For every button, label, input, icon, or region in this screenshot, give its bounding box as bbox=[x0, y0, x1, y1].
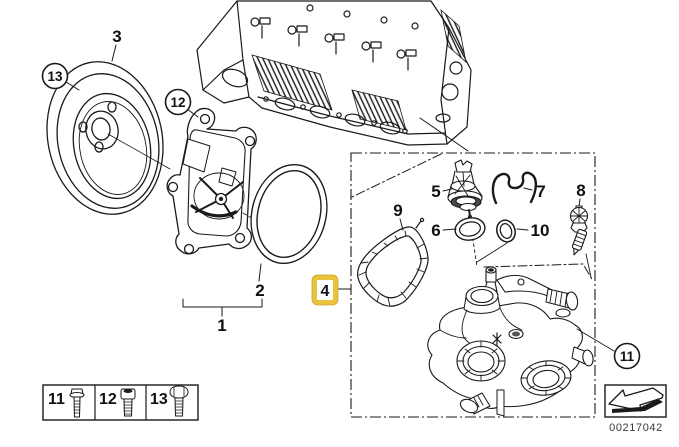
small-oring-drawing bbox=[476, 219, 516, 263]
hex-bolt-icon bbox=[169, 385, 189, 417]
seal-ring-drawing bbox=[454, 217, 486, 241]
return-arrow-button[interactable] bbox=[604, 384, 667, 418]
legend-cell-13[interactable]: 13 bbox=[150, 385, 189, 417]
callout-9[interactable]: 9 bbox=[393, 201, 402, 220]
callout-11: 11 bbox=[620, 349, 635, 364]
legend-number-12: 12 bbox=[99, 391, 117, 408]
callout-1[interactable]: 1 bbox=[217, 316, 226, 335]
callout-2[interactable]: 2 bbox=[255, 281, 264, 300]
callout-line-3 bbox=[111, 44, 117, 62]
callout-line-13 bbox=[65, 81, 80, 91]
callout-13-circle[interactable]: 13 bbox=[41, 62, 69, 90]
thermostat-drawing bbox=[447, 159, 483, 268]
water-pump-drawing bbox=[166, 107, 302, 255]
callout-lines bbox=[399, 187, 581, 231]
socket-head-bolt-icon bbox=[120, 388, 136, 417]
legend-number-11: 11 bbox=[48, 391, 65, 408]
document-number: 00217042 bbox=[609, 422, 663, 434]
thermostat-housing-drawing bbox=[427, 266, 615, 417]
callout-12-circle[interactable]: 12 bbox=[164, 88, 192, 116]
callout-13: 13 bbox=[47, 69, 63, 84]
callout-10[interactable]: 10 bbox=[531, 221, 550, 240]
retaining-clip-drawing bbox=[491, 171, 538, 205]
callout-8[interactable]: 8 bbox=[576, 181, 585, 200]
head-to-box-line bbox=[419, 117, 469, 152]
bracket-part-1 bbox=[182, 298, 263, 308]
callouts: 3 2 1 5 6 7 8 9 10 4 13 12 bbox=[41, 27, 641, 370]
callout-12: 12 bbox=[170, 95, 185, 110]
pointer-lines-left bbox=[65, 44, 469, 317]
flange-bolt-icon bbox=[69, 388, 85, 418]
box-bottom-dashdot bbox=[483, 263, 594, 282]
legend-cell-12[interactable]: 12 bbox=[99, 388, 136, 417]
subassembly-dashed-box bbox=[350, 152, 596, 418]
callout-5[interactable]: 5 bbox=[431, 182, 440, 201]
profile-gasket-drawing bbox=[357, 217, 429, 307]
callout-6[interactable]: 6 bbox=[431, 221, 440, 240]
callout-line-12 bbox=[186, 108, 199, 118]
callout-11-circle[interactable]: 11 bbox=[613, 342, 641, 370]
callout-line-2 bbox=[258, 263, 262, 282]
badge-inner bbox=[317, 280, 333, 300]
footer-nav: 00217042 bbox=[604, 384, 667, 434]
callout-4-highlight-badge[interactable]: 4 bbox=[311, 274, 339, 306]
fastener-legend: 11 12 13 bbox=[42, 384, 199, 421]
return-arrow-icon-shadow bbox=[612, 399, 663, 413]
callout-3[interactable]: 3 bbox=[112, 27, 121, 46]
box-diagonal-dashdot bbox=[351, 153, 442, 198]
temp-sensor-drawing bbox=[569, 205, 592, 278]
pump-oring-drawing bbox=[250, 163, 328, 265]
pulley-drawing bbox=[46, 61, 171, 215]
callout-4: 4 bbox=[321, 283, 330, 300]
callout-7[interactable]: 7 bbox=[536, 182, 545, 201]
legend-cell-11[interactable]: 11 bbox=[48, 388, 85, 418]
legend-number-13: 13 bbox=[150, 391, 168, 408]
cylinder-head-drawing bbox=[196, 0, 472, 146]
